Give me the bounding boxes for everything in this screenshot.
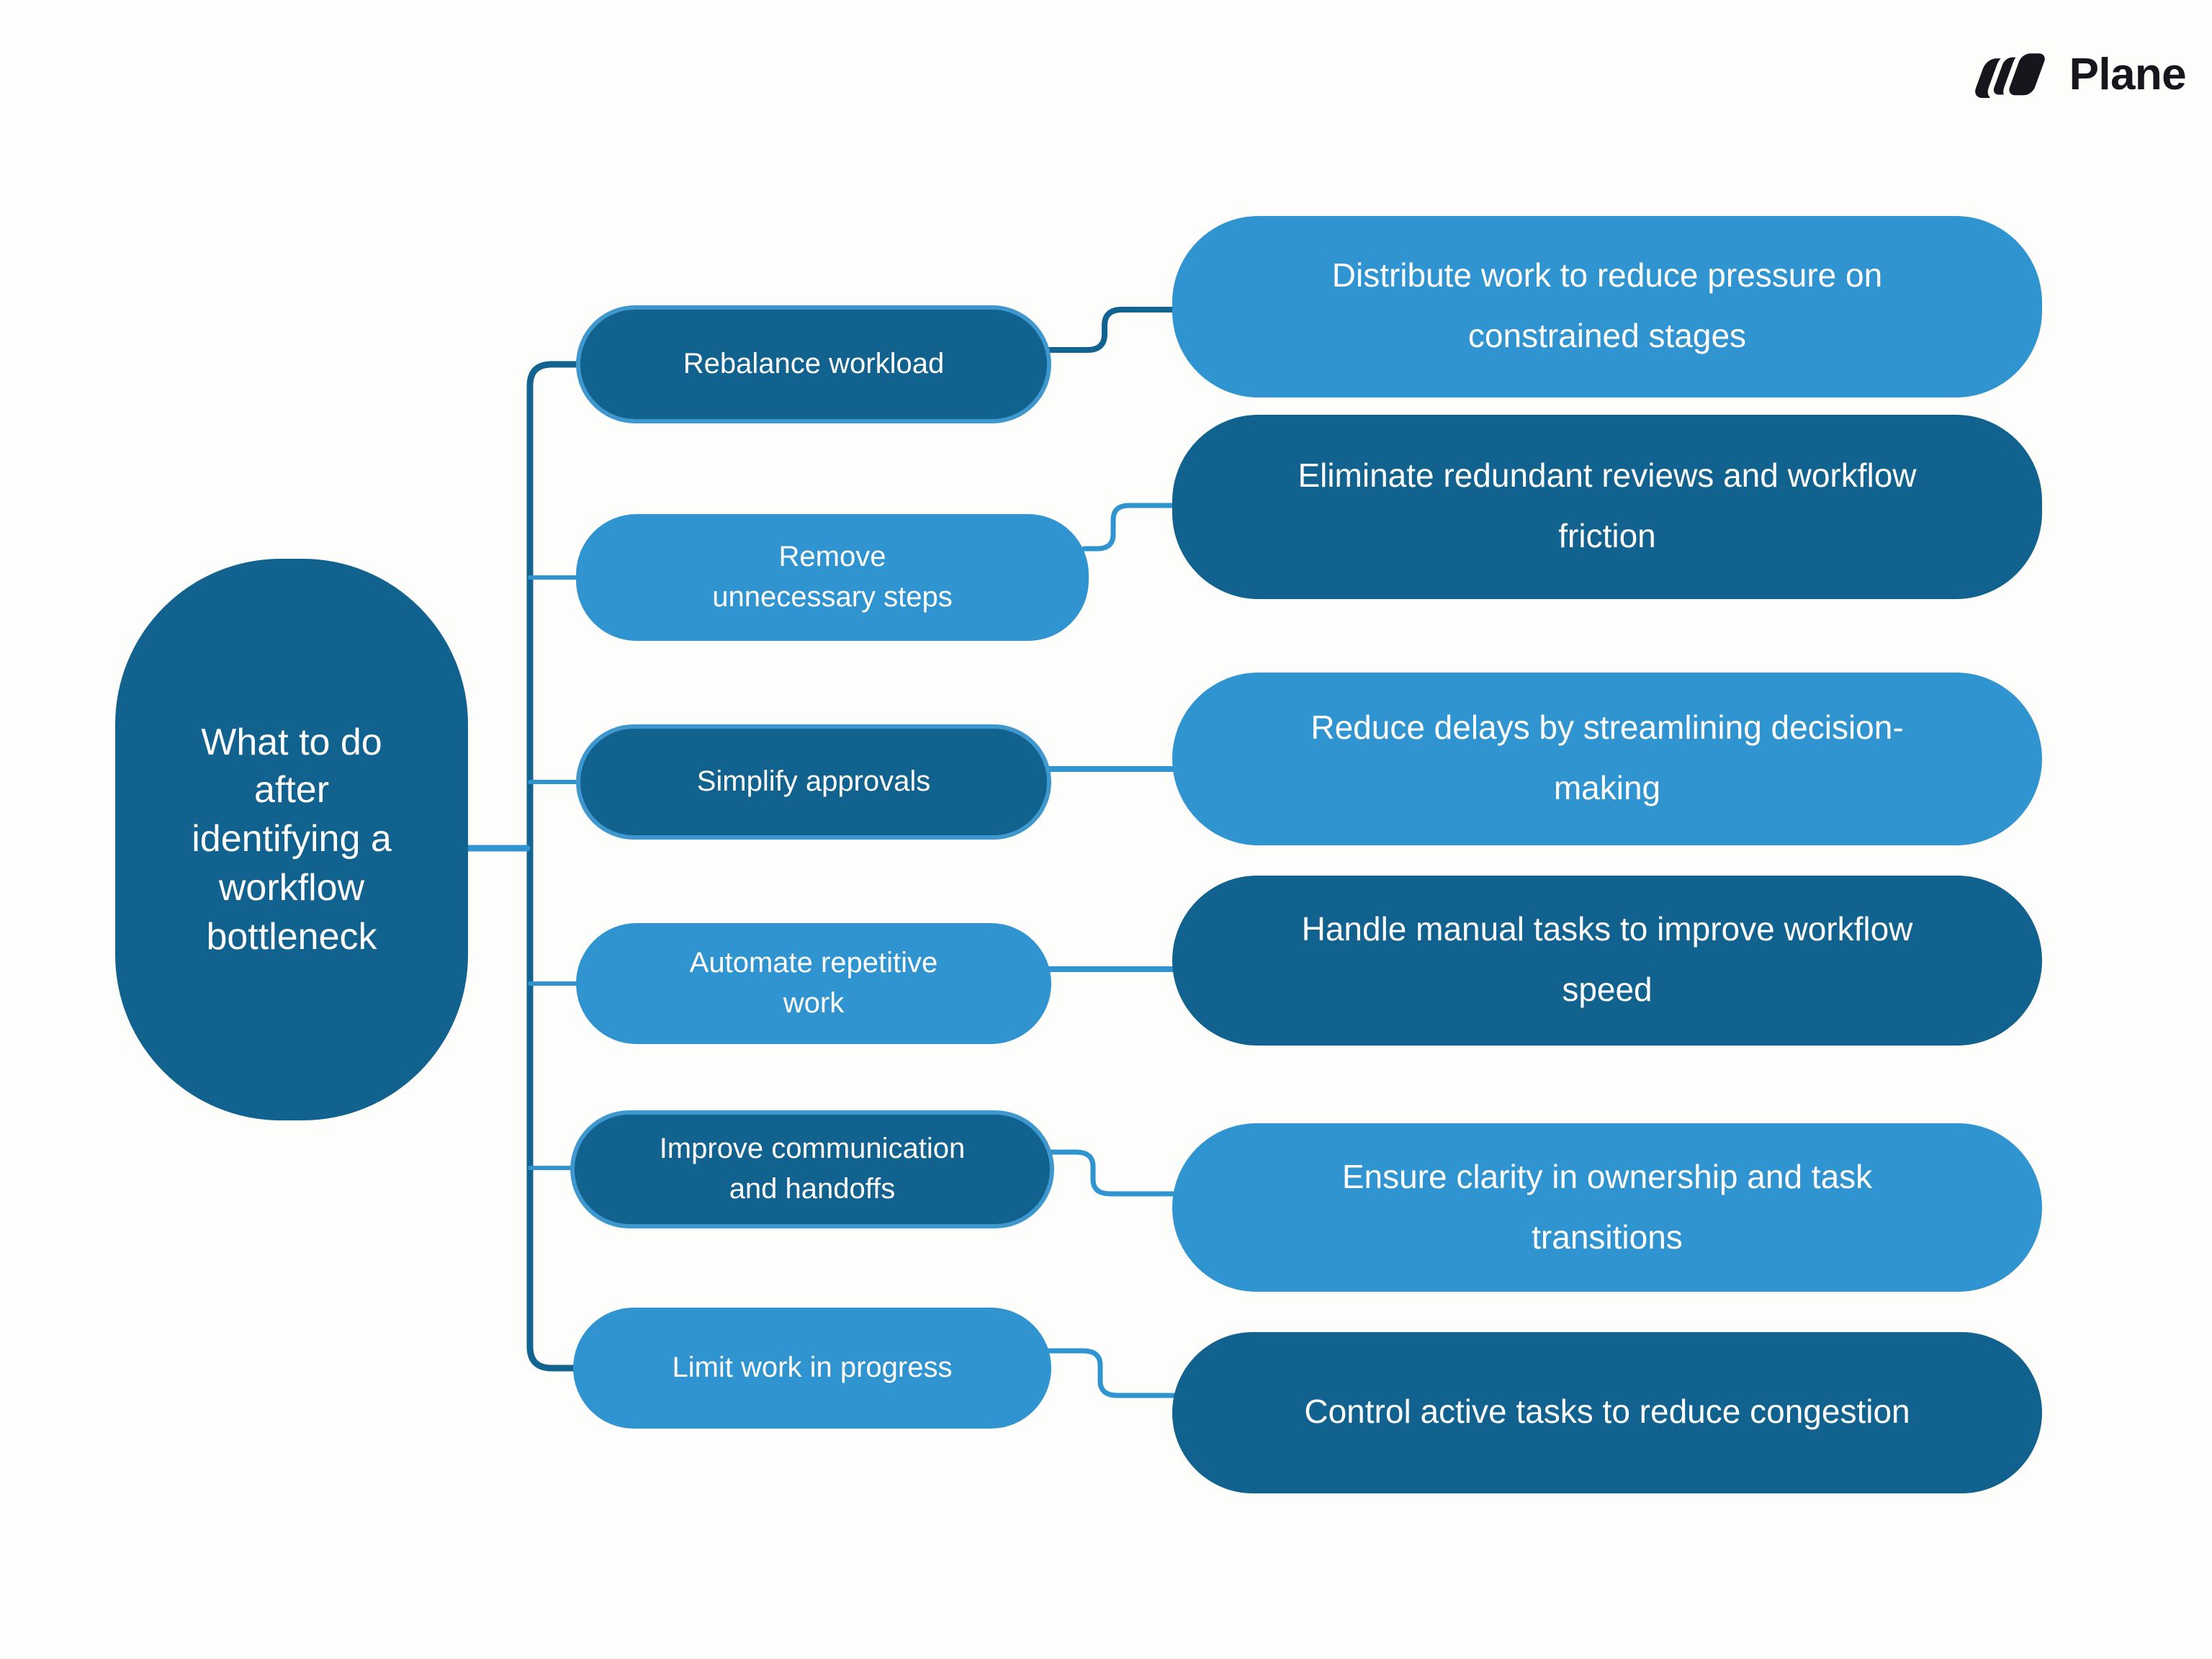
detail-text: Eliminate redundant reviews and workflow… — [1298, 457, 1917, 554]
central-topic-label: What to do after identifying a workflow … — [192, 719, 392, 958]
plane-logo-icon — [1974, 48, 2051, 101]
branch-label: Automate repetitive work — [689, 948, 938, 1020]
trunk-connector — [526, 361, 583, 1372]
link-communication — [1044, 1149, 1181, 1197]
branch-node-improve-communication[interactable]: Improve communication and handoffs — [570, 1110, 1054, 1228]
branch-node-remove-unnecessary-steps[interactable]: Remove unnecessary steps — [576, 514, 1089, 641]
central-topic-node[interactable]: What to do after identifying a workflow … — [115, 559, 468, 1120]
branch-label: Limit work in progress — [672, 1352, 953, 1384]
branch-node-rebalance-workload[interactable]: Rebalance workload — [576, 305, 1051, 423]
detail-text: Handle manual tasks to improve workflow … — [1301, 910, 1913, 1008]
detail-node-handle-manual-tasks[interactable]: Handle manual tasks to improve workflow … — [1172, 876, 2042, 1046]
detail-text: Reduce delays by streamlining decision-m… — [1310, 709, 1904, 806]
detail-node-eliminate-reviews[interactable]: Eliminate redundant reviews and workflow… — [1172, 415, 2042, 599]
detail-node-ensure-clarity[interactable]: Ensure clarity in ownership and task tra… — [1172, 1123, 2042, 1292]
branch-label: Simplify approvals — [696, 766, 931, 798]
link-limit-wip — [1044, 1348, 1181, 1398]
branch-node-automate-repetitive-work[interactable]: Automate repetitive work — [576, 923, 1051, 1044]
branch-label: Remove unnecessary steps — [712, 541, 953, 613]
link-rebalance — [1044, 307, 1181, 353]
branch-label: Improve communication and handoffs — [659, 1133, 966, 1205]
brand-name: Plane — [2069, 49, 2187, 99]
detail-node-reduce-delays[interactable]: Reduce delays by streamlining decision-m… — [1172, 673, 2042, 845]
link-remove-steps — [1082, 503, 1181, 552]
detail-node-distribute-work[interactable]: Distribute work to reduce pressure on co… — [1172, 216, 2042, 397]
branch-node-simplify-approvals[interactable]: Simplify approvals — [576, 724, 1051, 840]
detail-text: Distribute work to reduce pressure on co… — [1331, 256, 1883, 354]
brand-logo[interactable]: Plane — [1973, 43, 2187, 107]
detail-text: Ensure clarity in ownership and task tra… — [1341, 1157, 1873, 1255]
branch-label: Rebalance workload — [683, 349, 945, 380]
branch-node-limit-work-in-progress[interactable]: Limit work in progress — [573, 1308, 1051, 1429]
detail-node-control-active-tasks[interactable]: Control active tasks to reduce congestio… — [1172, 1332, 2042, 1493]
detail-text: Control active tasks to reduce congestio… — [1304, 1393, 1910, 1431]
